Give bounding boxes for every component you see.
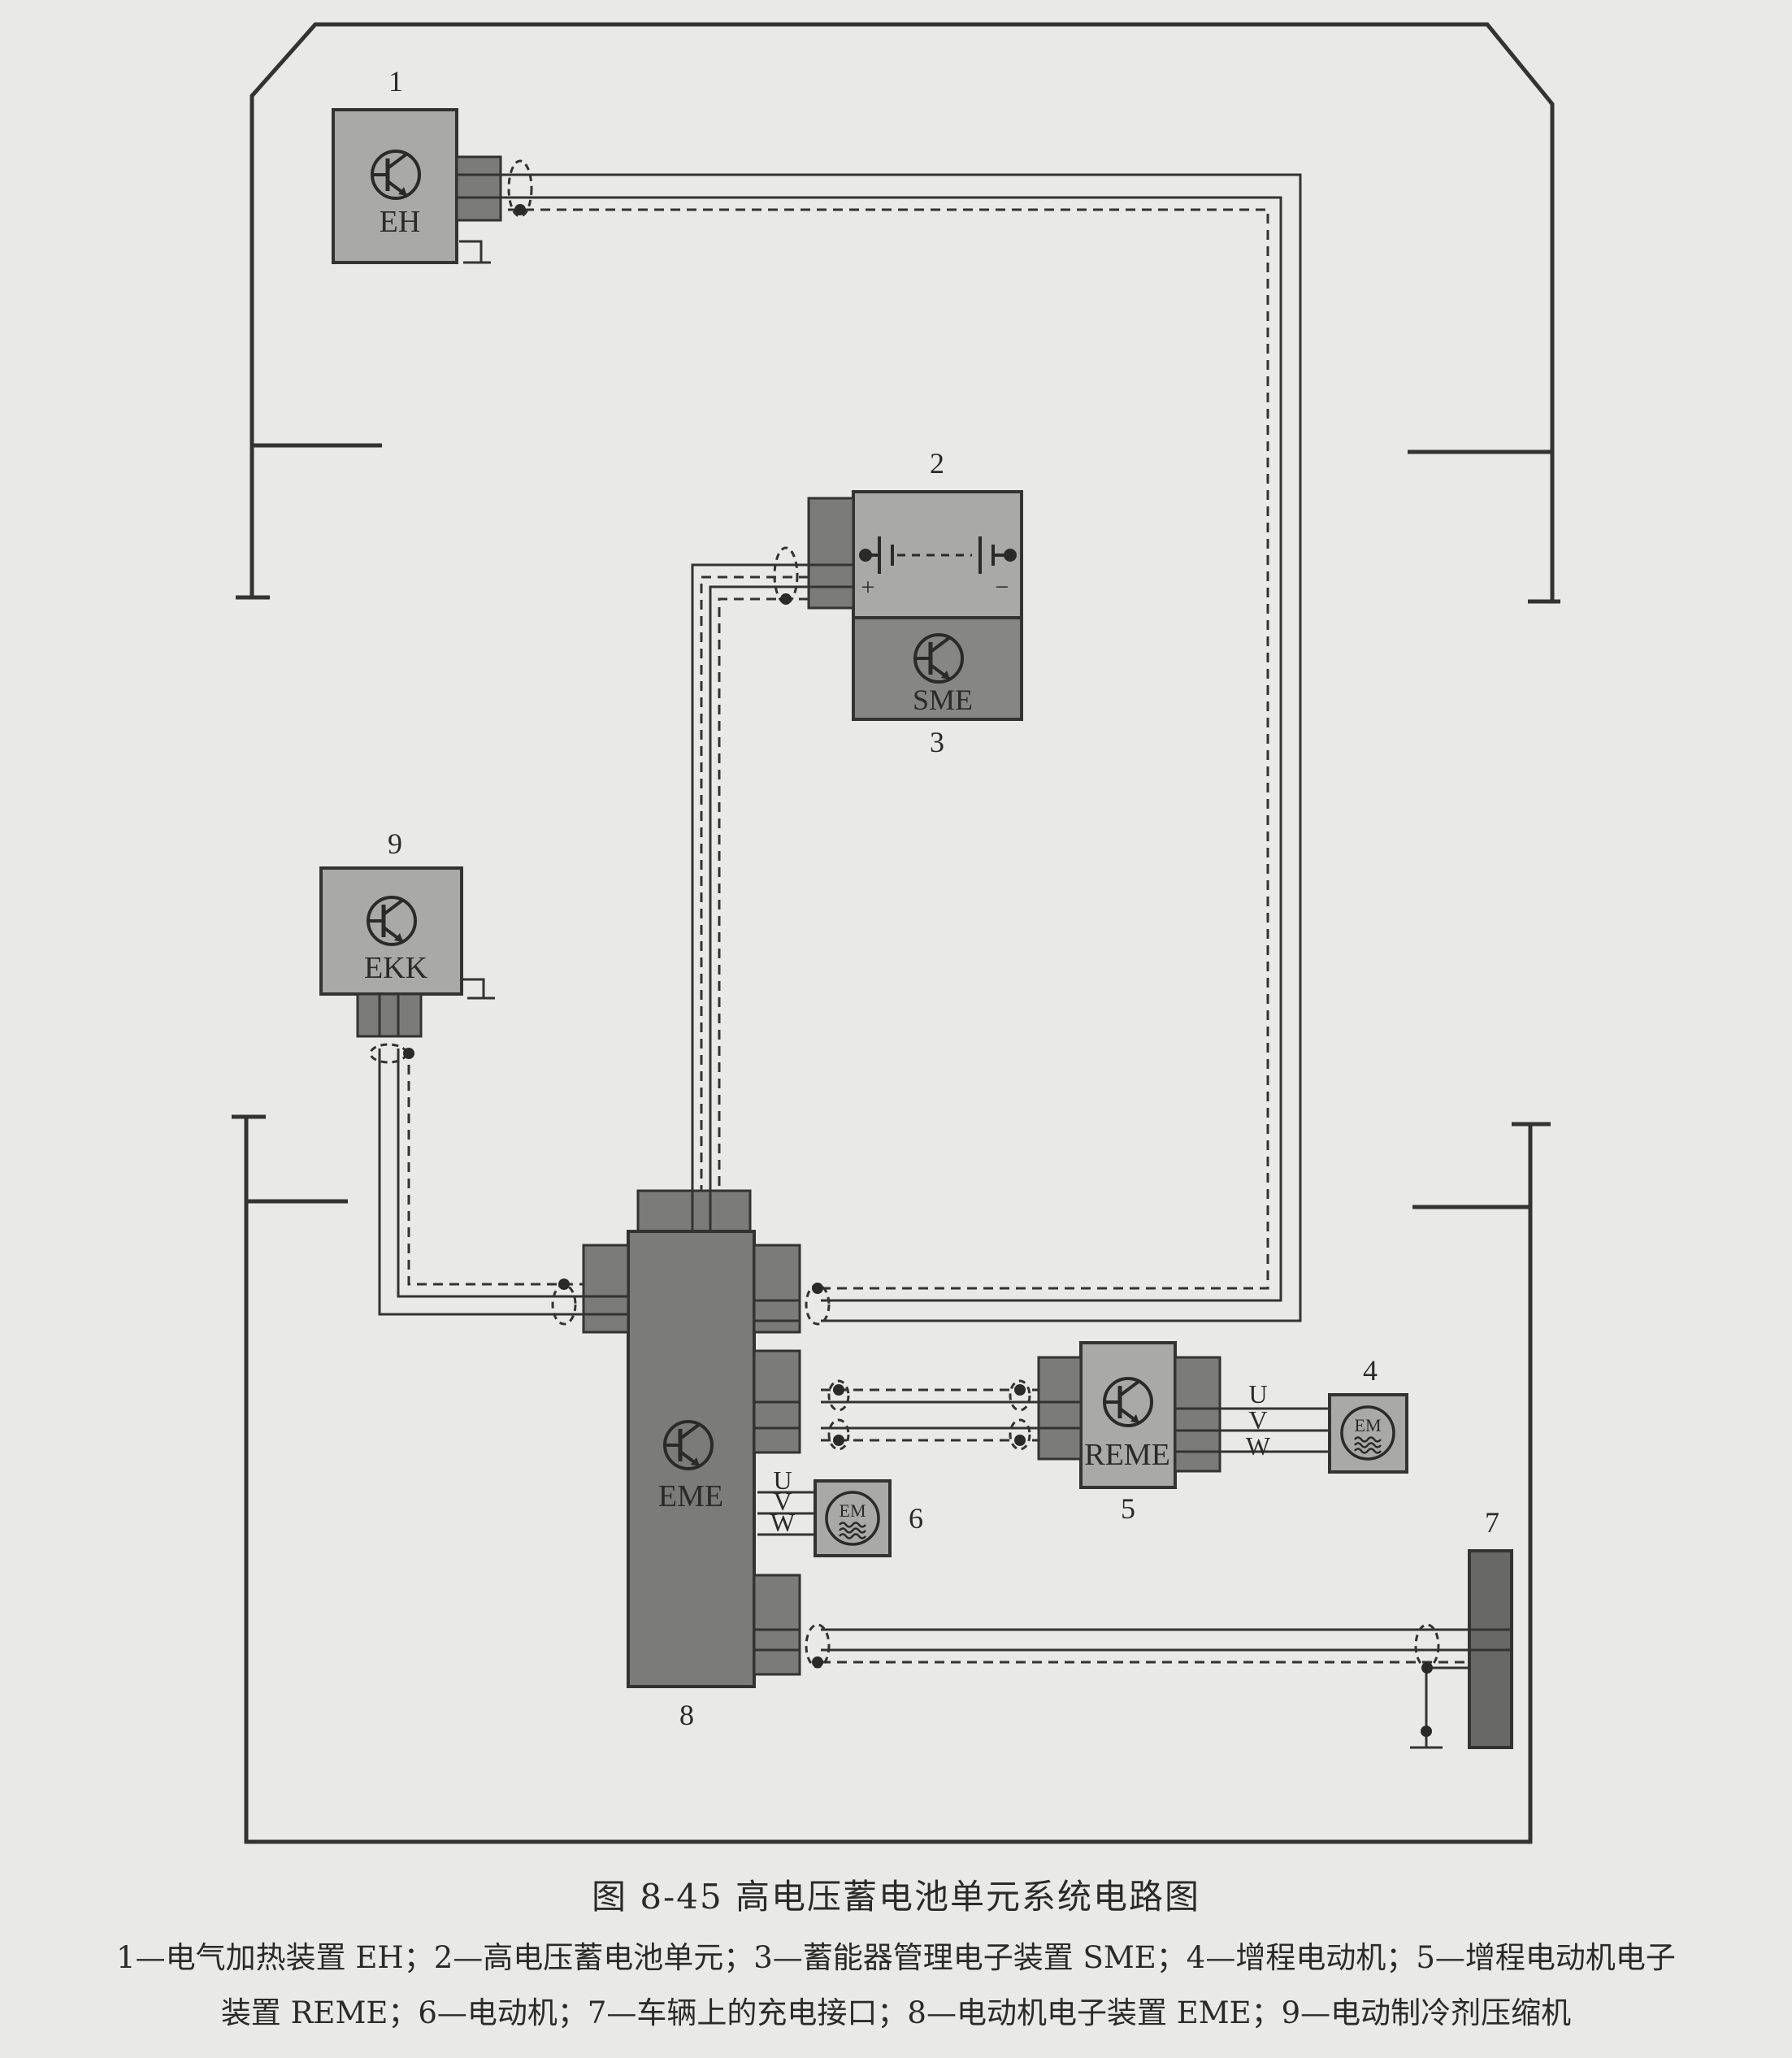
reme-electronics: REME 5 U V W: [1037, 1341, 1271, 1525]
sme-label: SME: [913, 684, 973, 716]
circuit-diagram: EM: [232, 22, 1560, 1844]
figure-legend-line-1: 1—电气加热装置 EH；2—高电压蓄电池单元；3—蓄能器管理电子装置 SME；4…: [116, 1940, 1676, 1975]
ekk-label: EKK: [364, 951, 428, 985]
eme-number: 8: [679, 1699, 694, 1731]
minus-sign: −: [996, 574, 1009, 601]
vehicle-outline: [232, 22, 1560, 1844]
electric-motor: 6: [814, 1479, 923, 1557]
battery-unit: + − SME 2 3: [807, 447, 1023, 758]
eh-number: 1: [388, 65, 403, 98]
figure-legend-line-2: 装置 REME；6—电动机；7—车辆上的充电接口；8—电动机电子装置 EME；9…: [220, 1995, 1572, 2030]
battery-cell-icon: [859, 536, 1017, 574]
phase-u-label: U: [773, 1465, 792, 1495]
eme-electronics: EME 8 U V W: [582, 1189, 801, 1731]
eh-heater: EH 1: [332, 65, 502, 264]
figure-title: 图 8-45 高电压蓄电池单元系统电路图: [591, 1877, 1201, 1917]
plus-sign: +: [861, 574, 875, 601]
phase-w-label: W: [1246, 1431, 1271, 1461]
battery-number: 2: [930, 447, 944, 480]
ekk-number: 9: [388, 827, 402, 860]
range-extender-motor: 4: [1328, 1354, 1408, 1474]
reme-number: 5: [1121, 1492, 1135, 1525]
charge-port: 7: [1468, 1506, 1513, 1749]
reme-label: REME: [1084, 1438, 1170, 1472]
phase-u-label: U: [1248, 1379, 1267, 1409]
phase-v-label: V: [1248, 1405, 1267, 1435]
range-motor-number: 4: [1363, 1354, 1378, 1387]
phase-v-label: V: [773, 1487, 792, 1516]
cables: [369, 159, 1469, 1749]
charge-port-number: 7: [1485, 1506, 1499, 1539]
eme-label: EME: [658, 1479, 723, 1513]
sme-number: 3: [930, 726, 944, 758]
ekk-compressor: EKK 9: [319, 827, 463, 1038]
motor-number: 6: [909, 1502, 923, 1535]
eh-label: EH: [380, 205, 421, 239]
phase-w-label: W: [770, 1508, 796, 1537]
